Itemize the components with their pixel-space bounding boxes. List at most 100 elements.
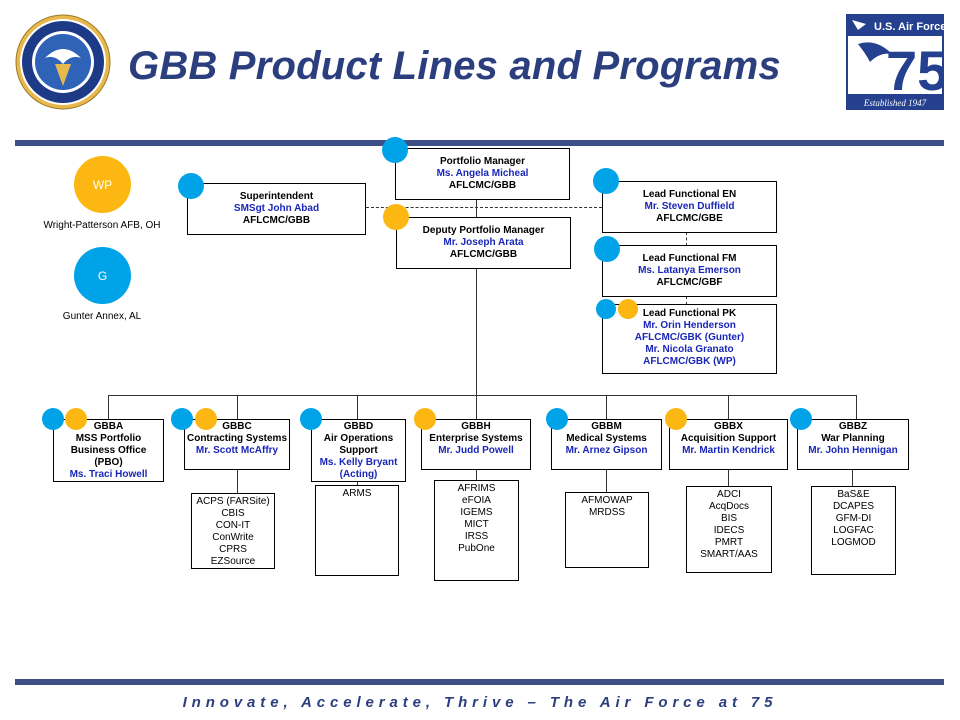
program-item: PubOne [458, 543, 495, 554]
program-item: LOGFAC [833, 525, 874, 536]
person-name: Ms. Angela Micheal [436, 168, 529, 179]
office-label: AFLCMC/GBF [656, 277, 723, 288]
legend-g-marker: G [74, 247, 131, 304]
legend-g-abbr: G [97, 268, 108, 283]
connector [606, 469, 607, 493]
wp-location-dot [414, 408, 436, 430]
division-lead: Mr. John Hennigan [808, 445, 898, 456]
wp-location-dot [65, 408, 87, 430]
division-code: GBBD [343, 421, 374, 432]
top-divider [15, 140, 944, 146]
connector [476, 469, 477, 481]
superintendent-box: Superintendent SMSgt John Abad AFLCMC/GB… [187, 183, 366, 235]
division-title: Medical Systems [566, 433, 647, 444]
connector [728, 469, 729, 486]
person-name: Mr. Steven Duffield [644, 201, 735, 212]
gunter-location-dot [382, 137, 408, 163]
program-item: ARMS [342, 488, 372, 499]
gunter-location-dot [546, 408, 568, 430]
program-item: IGEMS [460, 507, 493, 518]
gbbm-program-list: AFMOWAP MRDSS [565, 492, 649, 568]
connector [237, 395, 238, 420]
footer-tagline: Innovate, Accelerate, Thrive – The Air F… [182, 694, 778, 711]
role-label: Deputy Portfolio Manager [422, 225, 545, 236]
program-item: IRSS [464, 531, 489, 542]
office-label: AFLCMC/GBK (WP) [643, 356, 736, 367]
office-label: AFLCMC/GBB [449, 249, 518, 260]
division-title: MSS Portfolio [75, 433, 142, 444]
legend-wp-label: Wright-Patterson AFB, OH [43, 220, 161, 231]
division-code: GBBM [591, 421, 622, 432]
office-label: AFLCMC/GBK (Gunter) [634, 332, 745, 343]
division-lead: Ms. Traci Howell [69, 469, 148, 480]
dashed-connector [686, 296, 687, 305]
connector [476, 268, 477, 396]
connector [476, 395, 477, 420]
division-code: GBBH [461, 421, 491, 432]
division-title: Business Office [70, 445, 147, 456]
role-label: Lead Functional EN [642, 189, 737, 200]
usaf-75-anniversary-logo-icon: U.S. Air Force 75 Established 1947 [846, 14, 948, 110]
person-name: SMSgt John Abad [233, 203, 320, 214]
gunter-location-dot [171, 408, 193, 430]
legend-g-label: Gunter Annex, AL [62, 311, 142, 322]
division-code: GBBA [93, 421, 124, 432]
program-item: DCAPES [832, 501, 875, 512]
usaf-logo-number: 75 [886, 39, 944, 102]
lead-functional-en-box: Lead Functional EN Mr. Steven Duffield A… [602, 181, 777, 233]
division-title: Support [339, 445, 378, 456]
person-name: Ms. Latanya Emerson [638, 265, 741, 276]
gunter-location-dot [300, 408, 322, 430]
program-item: ConWrite [212, 532, 254, 543]
division-gbbz-box: GBBZ War Planning Mr. John Hennigan [797, 419, 909, 470]
lead-functional-pk-box: Lead Functional PK Mr. Orin Henderson AF… [602, 304, 777, 374]
program-item: BIS [720, 513, 738, 524]
gunter-location-dot [178, 173, 204, 199]
wp-location-dot [618, 299, 638, 319]
program-item: LOGMOD [831, 537, 876, 548]
program-item: ADCI [717, 489, 741, 500]
gunter-location-dot [596, 299, 616, 319]
gunter-location-dot [42, 408, 64, 430]
connector [357, 482, 358, 486]
division-gbbx-box: GBBX Acquisition Support Mr. Martin Kend… [669, 419, 788, 470]
dashed-connector [366, 207, 602, 208]
division-lead: Mr. Scott McAffry [195, 445, 279, 456]
role-label: Superintendent [239, 191, 314, 202]
division-code: GBBC [222, 421, 252, 432]
office-label: AFLCMC/GBB [242, 215, 311, 226]
role-label: Lead Functional PK [642, 308, 737, 319]
wp-location-dot [195, 408, 217, 430]
program-item: ACPS (FARSite) [196, 496, 270, 507]
gbbz-program-list: BaS&E DCAPES GFM-DI LOGFAC LOGMOD [811, 486, 896, 575]
connector [606, 395, 607, 420]
office-label: AFLCMC/GBB [448, 180, 517, 191]
legend-wp-marker: WP [74, 156, 131, 213]
program-item: AFMOWAP [581, 495, 633, 506]
connector [108, 395, 857, 396]
program-item: GFM-DI [835, 513, 872, 524]
division-gbbh-box: GBBH Enterprise Systems Mr. Judd Powell [421, 419, 531, 470]
connector [728, 395, 729, 420]
wp-location-dot [383, 204, 409, 230]
division-title: Air Operations [323, 433, 394, 444]
program-item: MRDSS [588, 507, 626, 518]
role-label: Portfolio Manager [439, 156, 525, 167]
legend-wp-abbr: WP [92, 177, 113, 192]
program-item: MICT [464, 519, 489, 530]
division-gbba-box: GBBA MSS Portfolio Business Office (PBO)… [53, 419, 164, 482]
connector [856, 395, 857, 420]
program-item: CPRS [219, 544, 247, 555]
division-title: Acquisition Support [680, 433, 777, 444]
portfolio-manager-box: Portfolio Manager Ms. Angela Micheal AFL… [395, 148, 570, 200]
usaf-logo-established: Established 1947 [863, 98, 927, 108]
program-item: CBIS [221, 508, 245, 519]
department-of-the-air-force-seal-icon [15, 14, 111, 110]
dashed-connector [686, 232, 687, 246]
person-name: Mr. Joseph Arata [443, 237, 524, 248]
program-item: PMRT [714, 537, 744, 548]
program-item: CON-IT [215, 520, 251, 531]
gbbc-program-list: ACPS (FARSite) CBIS CON-IT ConWrite CPRS… [191, 493, 275, 569]
program-item: BaS&E [837, 489, 870, 500]
division-gbbm-box: GBBM Medical Systems Mr. Arnez Gipson [551, 419, 662, 470]
